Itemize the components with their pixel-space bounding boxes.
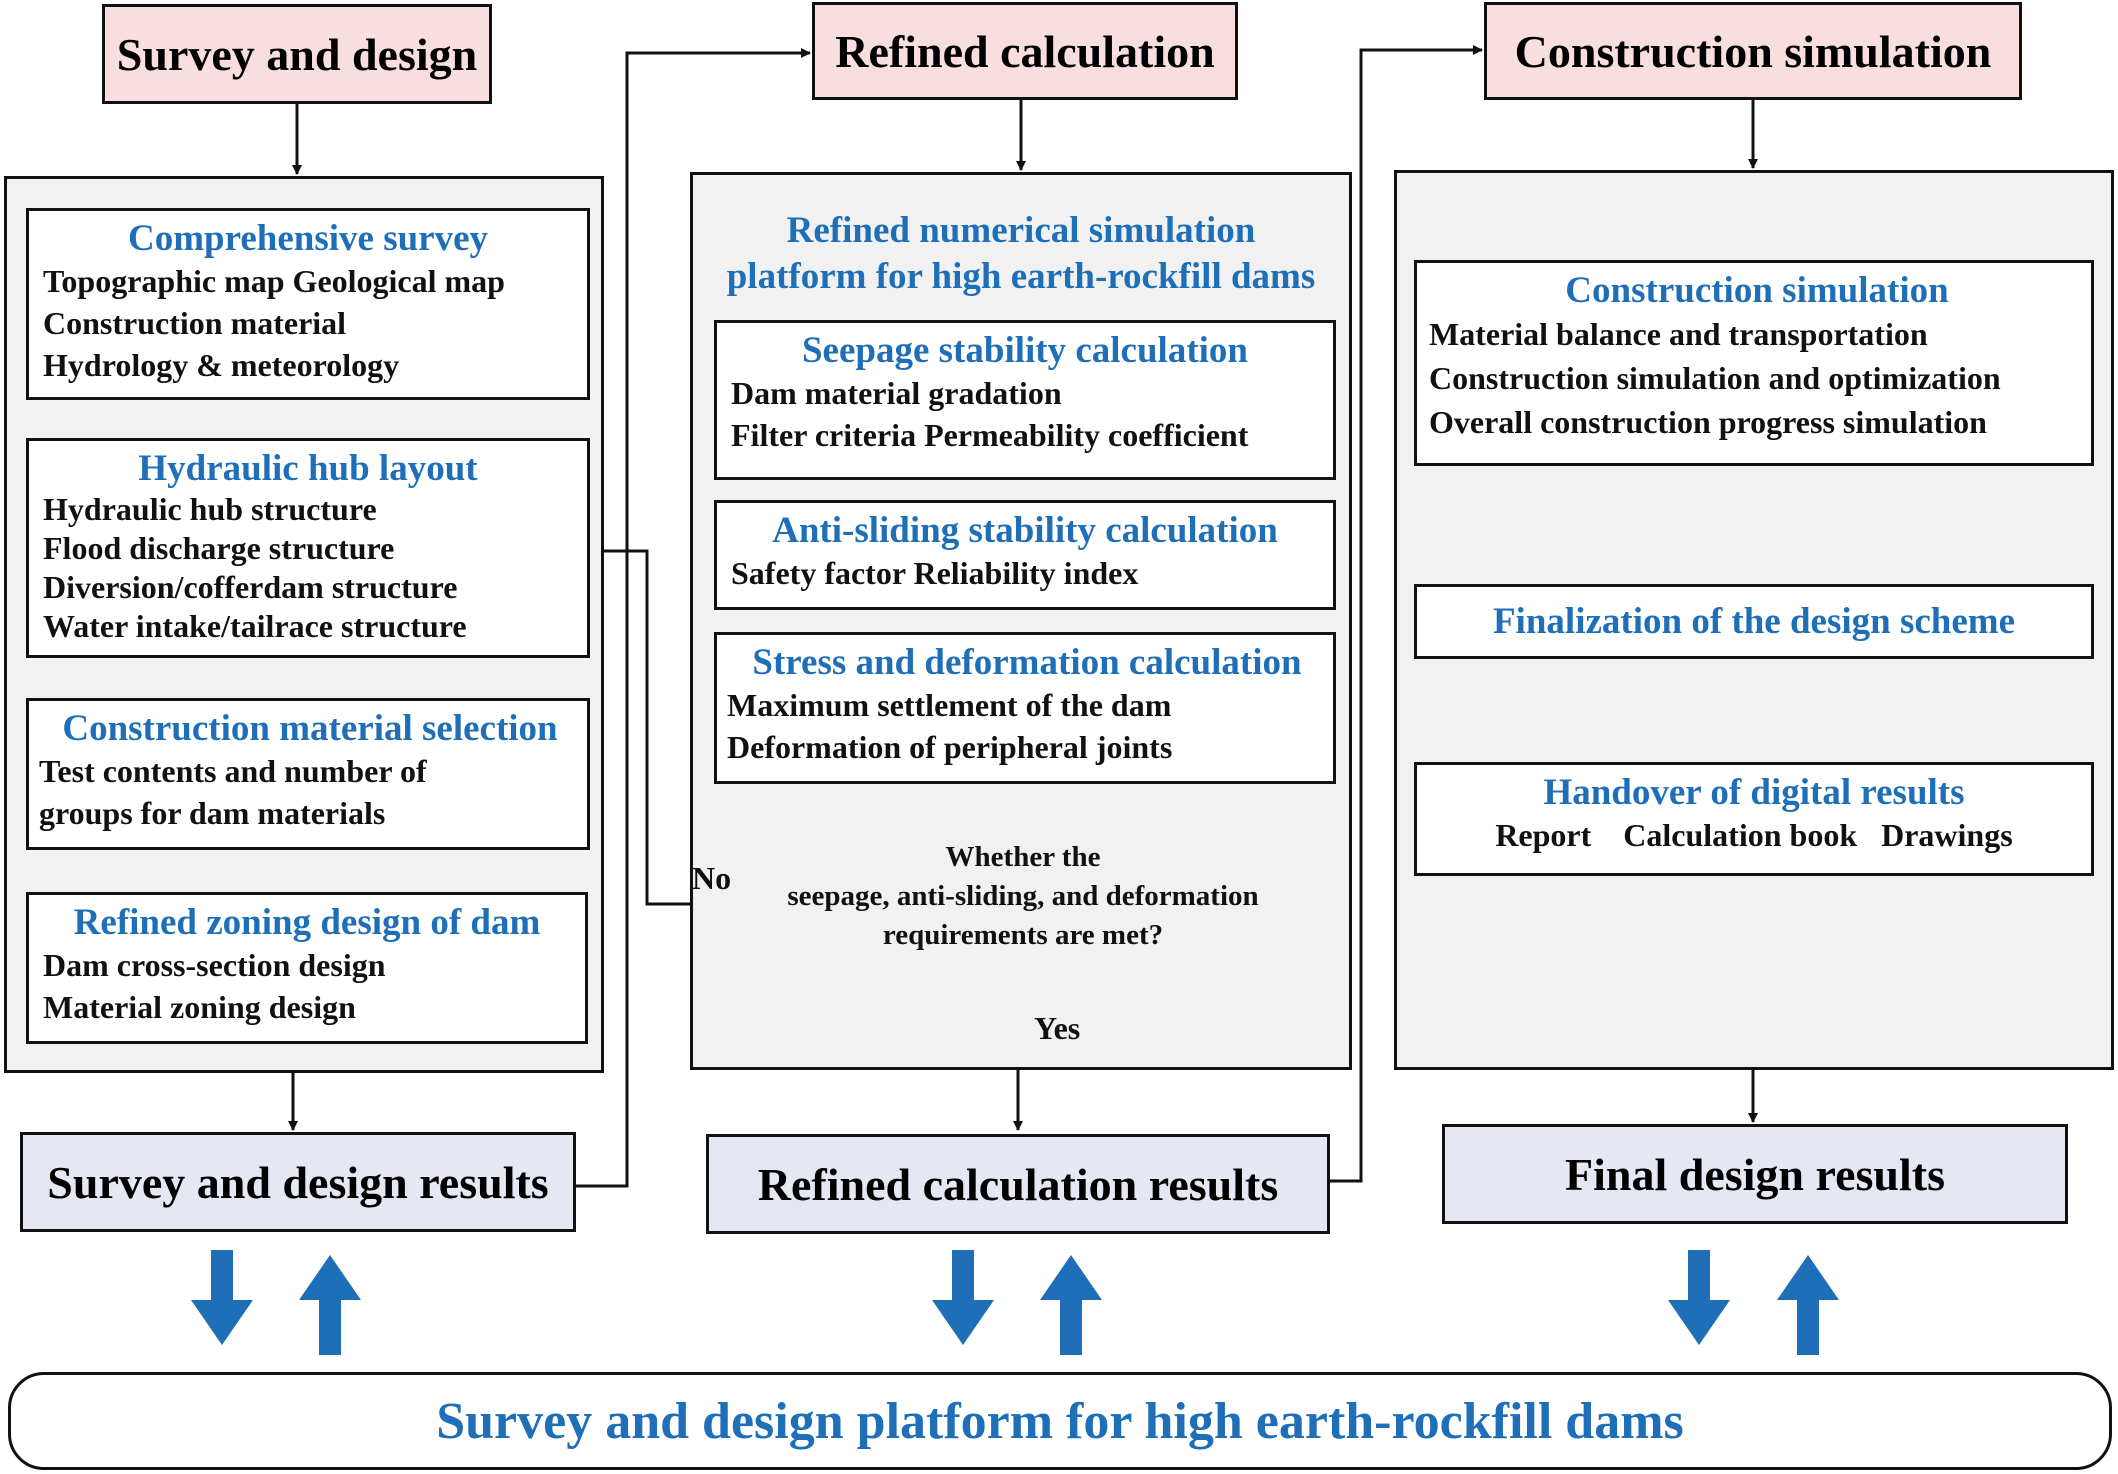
card-line: Deformation of peripheral joints: [727, 729, 1173, 765]
card-anti-sliding-stability: Anti-sliding stability calculation Safet…: [714, 500, 1336, 610]
card-finalization-design-scheme: Finalization of the design scheme: [1414, 584, 2094, 659]
arrow-decision-no-to-hydraulic: [591, 546, 712, 906]
card-line: Flood discharge structure: [43, 530, 395, 566]
card-line: Filter criteria Permeability coefficient: [731, 417, 1249, 453]
card-handover-digital-results: Handover of digital results Report Calcu…: [1414, 762, 2094, 876]
card-line: Maximum settlement of the dam: [727, 687, 1172, 723]
card-title: Refined zoning design of dam: [73, 902, 541, 943]
card-title: Anti-sliding stability calculation: [772, 510, 1278, 551]
card-line: Material zoning design: [43, 989, 356, 1025]
card-line: Hydraulic hub structure: [43, 491, 377, 527]
decision-yes-label: Yes: [1034, 1010, 1081, 1046]
construction-heading: Construction simulation: [1484, 2, 2022, 100]
card-line: Diversion/cofferdam structure: [43, 569, 458, 605]
card-line: Construction simulation and optimization: [1429, 360, 2001, 396]
card-line: Safety factor Reliability index: [731, 555, 1139, 591]
card-line: Report Calculation book Drawings: [1495, 817, 2013, 853]
arrow-down-icon: [932, 1250, 994, 1345]
card-line: Dam material gradation: [731, 375, 1062, 411]
decision-text-line: Whether the: [945, 841, 1101, 873]
card-line: groups for dam materials: [39, 795, 386, 831]
final-design-results: Final design results: [1442, 1124, 2068, 1224]
card-title: Finalization of the design scheme: [1492, 601, 2016, 642]
card-seepage-stability: Seepage stability calculation Dam materi…: [714, 320, 1336, 480]
decision-text: Whether the seepage, anti-sliding, and d…: [712, 838, 1334, 955]
card-construction-material-selection: Construction material selection Test con…: [26, 698, 590, 850]
card-comprehensive-survey: Comprehensive survey Topographic map Geo…: [26, 208, 590, 400]
survey-heading: Survey and design: [102, 4, 492, 104]
card-title: Seepage stability calculation: [801, 330, 1249, 371]
card-line: Dam cross-section design: [43, 947, 386, 983]
card-refined-zoning-design: Refined zoning design of dam Dam cross-s…: [26, 892, 588, 1044]
arrow-down-icon: [191, 1250, 253, 1345]
decision-text-line: requirements are met?: [882, 919, 1164, 951]
arrow-survey-result-to-calc-heading: [576, 48, 811, 1188]
card-line: Construction material: [43, 305, 347, 341]
card-stress-deformation: Stress and deformation calculation Maxim…: [714, 632, 1336, 784]
refined-calculation-results: Refined calculation results: [706, 1134, 1330, 1234]
arrow-up-icon: [299, 1255, 361, 1355]
card-hydraulic-hub-layout: Hydraulic hub layout Hydraulic hub struc…: [26, 438, 590, 658]
card-title: Construction simulation: [1565, 270, 1949, 311]
decision-text-line: seepage, anti-sliding, and deformation: [787, 880, 1259, 912]
card-title: Hydraulic hub layout: [138, 448, 478, 489]
card-line: Material balance and transportation: [1429, 316, 1928, 352]
arrow-calc-result-to-construction-heading: [1329, 45, 1483, 1183]
calc-panel-title-line: platform for high earth-rockfill dams: [726, 256, 1316, 297]
card-line: Test contents and number of: [39, 753, 427, 789]
survey-design-results: Survey and design results: [20, 1132, 576, 1232]
card-title: Stress and deformation calculation: [752, 642, 1302, 683]
arrow-up-icon: [1777, 1255, 1839, 1355]
card-title: Construction material selection: [62, 708, 558, 749]
calc-panel-title: Refined numerical simulation platform fo…: [692, 208, 1350, 300]
card-line: Hydrology & meteorology: [43, 347, 400, 383]
arrow-down-icon: [1668, 1250, 1730, 1345]
design-platform-banner: Survey and design platform for high eart…: [8, 1372, 2112, 1470]
card-construction-simulation: Construction simulation Material balance…: [1414, 260, 2094, 466]
card-line: Water intake/tailrace structure: [43, 608, 467, 644]
arrow-up-icon: [1040, 1255, 1102, 1355]
card-title: Handover of digital results: [1543, 772, 1965, 813]
calc-panel-title-line: Refined numerical simulation: [786, 210, 1256, 251]
card-line: Topographic map Geological map: [43, 263, 505, 299]
decision-no-label: No: [692, 860, 732, 896]
card-title: Comprehensive survey: [127, 218, 489, 259]
card-line: Overall construction progress simulation: [1429, 404, 1987, 440]
calc-heading: Refined calculation: [812, 2, 1238, 100]
